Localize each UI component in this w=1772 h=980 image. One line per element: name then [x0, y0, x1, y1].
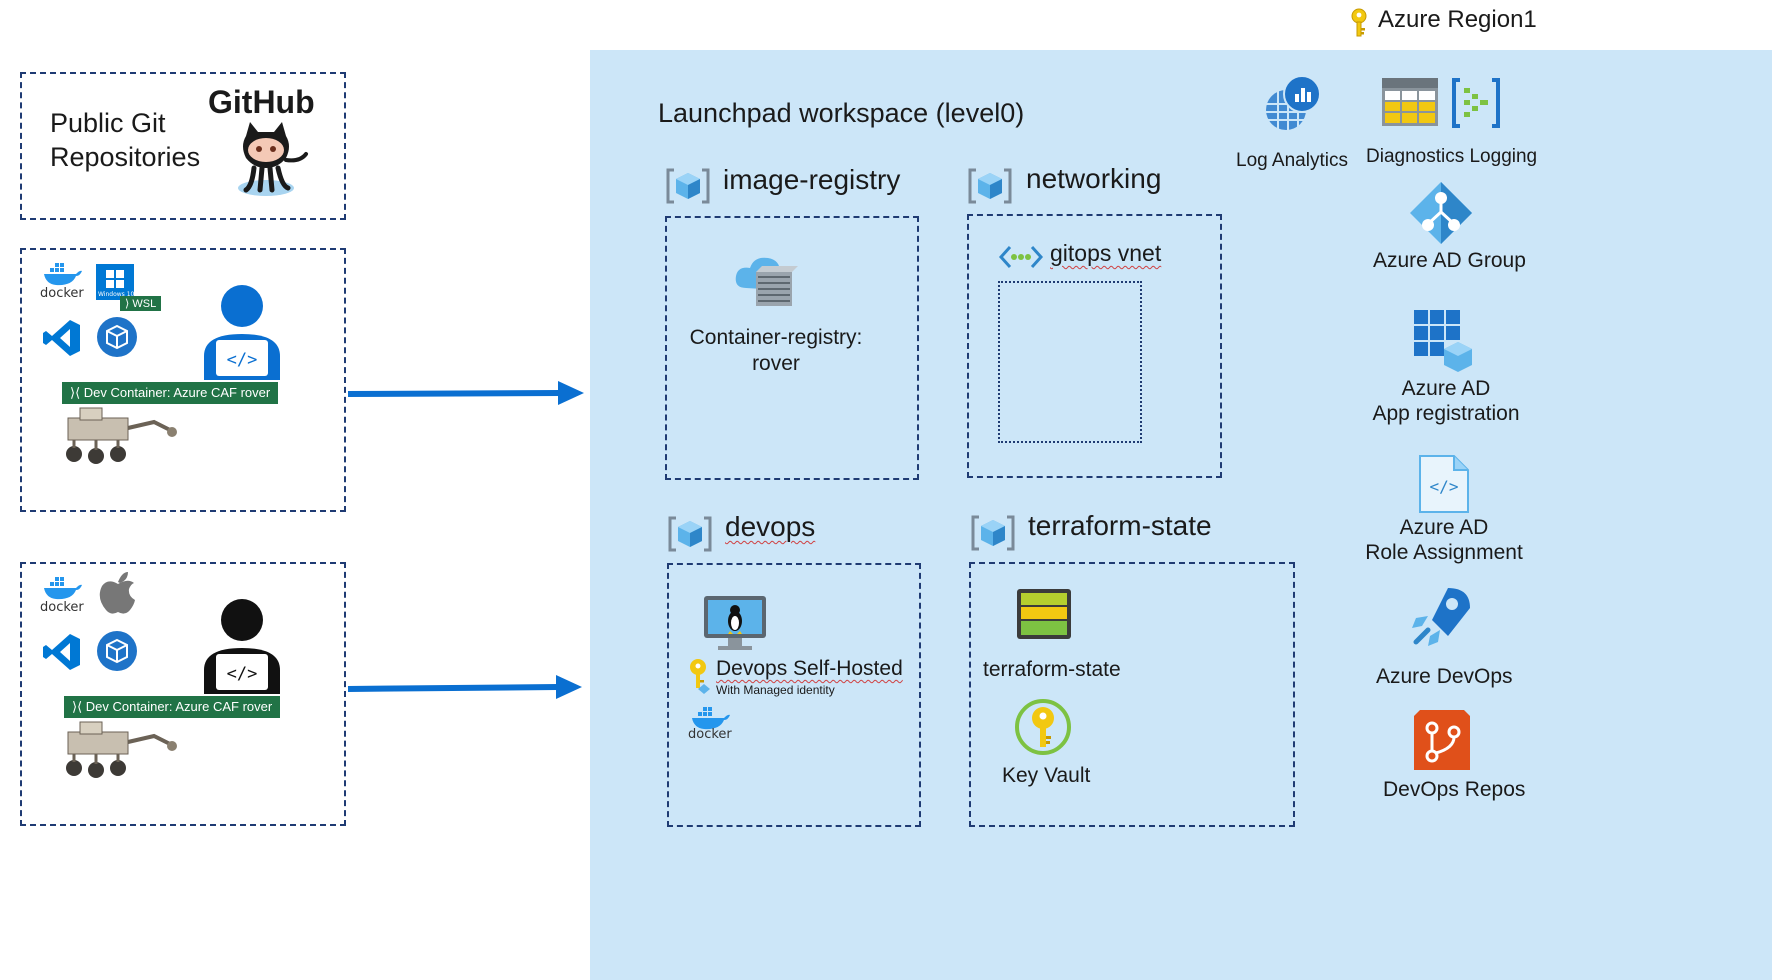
devops-agent-label: Devops Self-Hosted: [716, 657, 903, 680]
linux-vm-icon: [702, 594, 768, 652]
terraform-state-box: [969, 562, 1295, 827]
devops-agent-sublabel: With Managed identity: [716, 683, 835, 697]
key-icon: [1350, 8, 1368, 38]
diagnostics-label: Diagnostics Logging: [1366, 146, 1538, 167]
devops-title: devops: [725, 511, 816, 542]
devops-repos-icon: [1414, 710, 1470, 770]
docker-icon: [42, 262, 84, 286]
resource-group-icon: [971, 513, 1015, 553]
docker-icon: [690, 706, 732, 730]
arrow-mac-to-azure: [346, 672, 586, 702]
devops-box: [667, 563, 921, 827]
networking-title: networking: [1026, 163, 1162, 194]
container-cube-icon: [96, 630, 138, 672]
docker-label: docker: [40, 600, 84, 615]
app-registration-icon: [1414, 310, 1474, 372]
key-vault-label: Key Vault: [1002, 764, 1091, 787]
github-box: [20, 72, 346, 220]
managed-identity-icon: [688, 658, 712, 694]
vscode-icon: [42, 632, 82, 672]
rover-image: [58, 718, 180, 784]
github-title-line1: Public Git: [50, 108, 166, 138]
key-vault-icon: [1014, 698, 1072, 756]
log-analytics-label: Log Analytics: [1236, 150, 1348, 171]
resource-group-icon: [968, 166, 1012, 206]
github-title-line2: Repositories: [50, 142, 201, 172]
resource-group-icon: [666, 166, 710, 206]
terraform-state-title: terraform-state: [1028, 510, 1212, 541]
container-registry-icon: [734, 254, 798, 308]
resource-group-icon: [668, 514, 712, 554]
networking-box: [967, 214, 1222, 478]
app-registration-label-line2: App registration: [1372, 402, 1520, 425]
remote-icon: ⟩⟨: [70, 385, 81, 400]
storage-account-label: terraform-state: [983, 658, 1121, 681]
dev-container-badge-mac: ⟩⟨ Dev Container: Azure CAF rover: [64, 696, 281, 718]
dev-windows-box: [20, 248, 346, 512]
azure-devops-icon: [1408, 586, 1472, 650]
vnet-box: [998, 281, 1142, 443]
storage-account-icon: [1016, 588, 1072, 640]
dev-container-label: Dev Container: Azure CAF rover: [83, 385, 271, 400]
svg-text:</>: </>: [1430, 477, 1459, 496]
azure-devops-label: Azure DevOps: [1376, 665, 1513, 688]
app-registration-label-line1: Azure AD: [1401, 377, 1491, 400]
container-cube-icon: [96, 316, 138, 358]
github-logo-text: GitHub: [208, 84, 315, 120]
vnet-icon: [998, 244, 1044, 270]
wsl-label: WSL: [132, 298, 157, 310]
dev-container-badge-windows: ⟩⟨ Dev Container: Azure CAF rover: [62, 382, 279, 404]
diagnostics-table-icon: [1382, 78, 1438, 126]
windows-icon: [96, 264, 134, 300]
developer-black-icon: </>: [200, 598, 284, 696]
vnet-label: gitops vnet: [1050, 240, 1162, 266]
octocat-icon: [226, 118, 312, 200]
vscode-icon: [42, 318, 82, 358]
rover-image: [58, 404, 180, 470]
workspace-title: Launchpad workspace (level0): [658, 98, 1025, 128]
svg-text:</>: </>: [227, 664, 258, 684]
docker-label: docker: [40, 286, 84, 301]
windows-label: Windows 10: [98, 291, 135, 298]
container-registry-label-line1: Container-registry:: [689, 326, 863, 349]
apple-icon: [98, 570, 138, 616]
arrow-windows-to-azure: [346, 378, 586, 408]
remote-icon: ⟩⟨: [72, 699, 83, 714]
region-label: Azure Region1: [1378, 6, 1537, 33]
svg-text:</>: </>: [227, 350, 258, 370]
image-registry-title: image-registry: [723, 164, 901, 195]
docker-label: docker: [688, 727, 732, 742]
wsl-badge: ⟩ WSL: [120, 296, 162, 311]
ad-group-label: Azure AD Group: [1373, 249, 1526, 272]
devops-repos-label: DevOps Repos: [1383, 778, 1526, 801]
wsl-icon: ⟩: [125, 298, 130, 310]
diagnostics-log-icon: [1452, 78, 1500, 128]
dev-mac-box: [20, 562, 346, 826]
developer-blue-icon: </>: [200, 284, 284, 382]
dev-container-label: Dev Container: Azure CAF rover: [85, 699, 273, 714]
log-analytics-icon: [1264, 74, 1322, 132]
role-assignment-icon: </>: [1418, 454, 1470, 514]
docker-icon: [42, 576, 84, 600]
container-registry-label-line2: rover: [752, 352, 800, 375]
role-assignment-label-line1: Azure AD: [1399, 516, 1489, 539]
role-assignment-label-line2: Role Assignment: [1365, 541, 1523, 564]
image-registry-box: [665, 216, 919, 480]
ad-group-icon: [1408, 180, 1474, 246]
